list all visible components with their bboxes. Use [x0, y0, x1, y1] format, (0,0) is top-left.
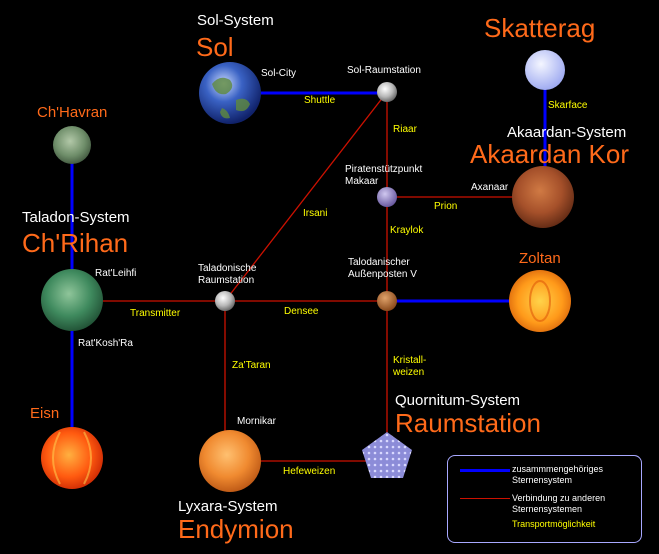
node-label-sol-city: Sol-City [261, 68, 297, 79]
node-label-taladonische-raumstation: Taladonische Raumstation [198, 263, 257, 286]
planet-name-endymion: Endymion [178, 514, 294, 544]
planet-skatterag[interactable] [525, 50, 565, 90]
legend-blue-text: zusammmengehöriges Sternensystem [512, 464, 604, 485]
legend-red-line [460, 498, 510, 499]
station-taladonische[interactable] [215, 291, 235, 311]
system-label-sol: Sol-System [197, 12, 274, 29]
link-label-kraylok: Kraylok [390, 225, 424, 236]
node-label-piraten-makaar: Piratenstützpunkt Makaar [345, 164, 423, 187]
link-label-kristallweizen: Kristall- weizen [393, 355, 427, 378]
connection-lines [72, 91, 543, 462]
link-label-irsani: Irsani [303, 208, 328, 219]
station-talodanischer-aussenposten[interactable] [377, 291, 397, 311]
system-label-akaardan: Akaardan-System [507, 124, 627, 141]
node-label-ratkoshra: Rat'Kosh'Ra [78, 338, 133, 349]
planet-name-zoltan: Zoltan [519, 250, 561, 267]
link-label-shuttle: Shuttle [304, 95, 336, 106]
planet-name-skatterag: Skatterag [484, 13, 596, 43]
connection-sol-taladonische [224, 91, 388, 302]
zoltan-swirl [529, 280, 551, 322]
node-label-sol-raumstation: Sol-Raumstation [347, 65, 421, 76]
planet-sol[interactable] [199, 62, 261, 124]
legend-yellow-text: Transportmöglichkeit [512, 519, 596, 529]
station-quornitum-raumstation[interactable] [362, 432, 412, 478]
system-label-lyxara: Lyxara-System [178, 498, 278, 515]
planet-chrihan[interactable] [41, 269, 103, 331]
link-label-hefeweizen: Hefeweizen [283, 466, 336, 477]
planet-zoltan[interactable] [509, 270, 571, 332]
planet-name-sol: Sol [196, 32, 234, 62]
sol-land [212, 77, 250, 119]
eisn-swirl [52, 431, 92, 485]
planet-name-chhavran: Ch'Havran [37, 104, 108, 121]
planet-name-eisn: Eisn [30, 405, 60, 422]
station-piraten-makaar[interactable] [377, 187, 397, 207]
legend: zusammmengehöriges Sternensystem Verbind… [447, 455, 642, 543]
system-label-quornitum: Quornitum-System [395, 392, 521, 409]
node-label-mornikar: Mornikar [237, 416, 276, 427]
planet-name-raumstation: Raumstation [395, 408, 541, 438]
legend-red-text: Verbindung zu anderen Sternensystemen [512, 493, 606, 514]
legend-blue-line [460, 469, 510, 472]
planet-akaardan-kor[interactable] [512, 166, 574, 228]
link-label-riaar: Riaar [393, 124, 417, 135]
planet-chhavran[interactable] [53, 126, 91, 164]
link-label-zataran: Za'Taran [232, 360, 271, 371]
system-label-taladon: Taladon-System [22, 209, 130, 226]
planet-endymion[interactable] [199, 430, 261, 492]
node-label-ratleihfi: Rat'Leihfi [95, 268, 137, 279]
link-label-densee: Densee [284, 306, 319, 317]
link-label-prion: Prion [434, 201, 458, 212]
planet-name-akaardan-kor: Akaardan Kor [470, 139, 629, 169]
link-label-transmitter: Transmitter [130, 308, 181, 319]
node-label-axanaar: Axanaar [471, 182, 509, 193]
planet-eisn[interactable] [41, 427, 103, 489]
station-sol-raumstation[interactable] [377, 82, 397, 102]
planet-name-chrihan: Ch'Rihan [22, 228, 129, 258]
link-label-skarface: Skarface [548, 100, 588, 111]
node-label-talodanischer-aussenposten: Talodanischer Außenposten V [348, 257, 417, 280]
